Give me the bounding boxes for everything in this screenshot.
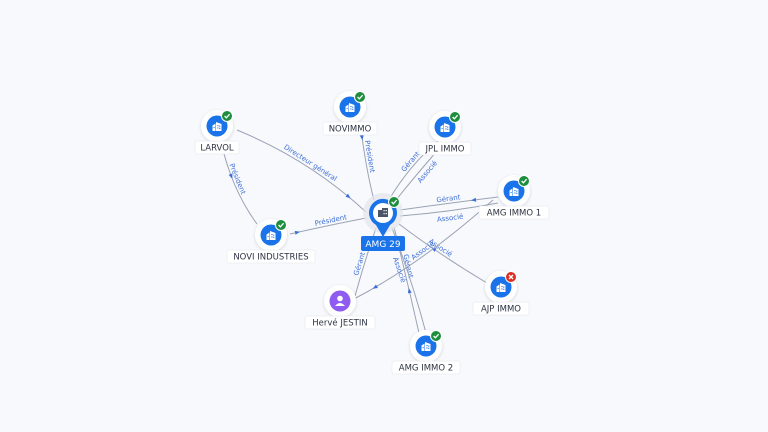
active-check-icon (449, 111, 461, 123)
node-label-box (194, 140, 240, 155)
building-icon (378, 208, 388, 217)
edge-label: Gérant (436, 193, 461, 204)
edge-line (398, 223, 488, 284)
building-icon (434, 116, 456, 138)
edge-label: Directeur général (282, 143, 338, 183)
edge-arrow (471, 197, 477, 202)
edge-arrow (359, 134, 364, 141)
edge-arrow (228, 173, 233, 179)
node-label-box (472, 301, 530, 316)
person-icon (329, 290, 351, 312)
edge-arrow (345, 193, 351, 199)
node-label: NOVIMMO (329, 125, 372, 135)
edge-arrow (372, 284, 378, 289)
edge-label: Associé (410, 240, 436, 262)
building-icon (206, 115, 228, 137)
node-center[interactable]: AMG 29 (361, 193, 405, 251)
node-amgimmo1[interactable]: AMG IMMO 1 (478, 175, 550, 220)
building-icon (415, 335, 437, 357)
edge-label: Gérant (400, 150, 422, 174)
edge-line (236, 129, 367, 213)
edge-arrow (407, 288, 412, 294)
edge-label: Associé (437, 213, 464, 224)
node-label-box (304, 315, 376, 330)
edge-line (351, 199, 494, 301)
edge-arrow (294, 230, 301, 235)
edge-amgimmo1-center: Gérant (399, 193, 499, 211)
active-check-icon (430, 330, 442, 342)
closed-x-icon (505, 271, 517, 283)
node-label: AJP IMMO (481, 305, 521, 315)
node-label-box (478, 205, 550, 220)
active-check-icon (354, 91, 366, 103)
node-larvol[interactable]: LARVOL (194, 110, 240, 155)
building-icon (503, 180, 525, 202)
node-jplimmo[interactable]: JPL IMMO (418, 111, 472, 156)
building-icon (339, 96, 361, 118)
building-icon (490, 276, 512, 298)
center-label-box (361, 236, 405, 251)
active-check-icon (221, 110, 233, 122)
node-noviind[interactable]: NOVI INDUSTRIES (226, 219, 316, 264)
active-check-icon (388, 196, 400, 208)
edge-noviind-center: Président (289, 213, 367, 235)
node-label-box (226, 249, 316, 264)
node-label: AMG IMMO 2 (399, 364, 453, 374)
active-check-icon (275, 219, 287, 231)
node-label: JPL IMMO (425, 145, 465, 155)
building-icon (260, 224, 282, 246)
node-novimmo[interactable]: NOVIMMO (322, 91, 378, 136)
node-label: Hervé JESTIN (312, 318, 367, 329)
center-label: AMG 29 (365, 240, 400, 250)
node-label: NOVI INDUSTRIES (233, 253, 308, 263)
edge-line (354, 227, 377, 297)
node-herve[interactable]: Hervé JESTIN (304, 285, 376, 330)
edge-line (399, 196, 499, 211)
node-label-box (418, 141, 472, 156)
node-ajpimmo[interactable]: AJP IMMO (472, 271, 530, 316)
nodes-layer: LARVOL NOVIMMO JPL IMMO AMG IMMO 1 AJP IMMO A… (194, 91, 550, 375)
node-amgimmo2[interactable]: AMG IMMO 2 (391, 330, 461, 375)
node-label-box (322, 121, 378, 136)
edge-arrow (431, 247, 437, 252)
edge-larvol-center: Directeur général (236, 129, 367, 213)
node-label-box (391, 360, 461, 375)
node-label: LARVOL (200, 144, 234, 154)
active-check-icon (518, 175, 530, 187)
node-label: AMG IMMO 1 (487, 209, 541, 219)
